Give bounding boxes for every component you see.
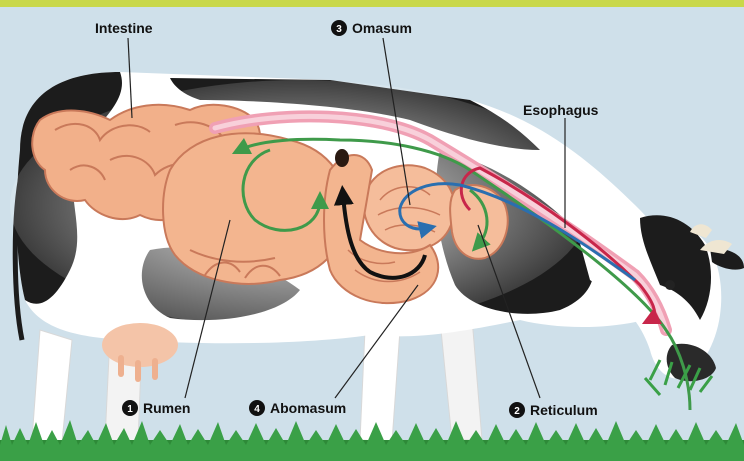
reticulum-step-number: 2 xyxy=(514,406,520,417)
udder xyxy=(102,323,178,367)
reticulum-organ xyxy=(450,185,508,259)
pylorus-opening xyxy=(335,149,349,167)
top-band xyxy=(0,0,744,7)
abomasum-label: Abomasum xyxy=(270,400,346,416)
rumen-label: Rumen xyxy=(143,400,190,416)
rumen-step-number: 1 xyxy=(127,404,133,415)
abomasum-step-number: 4 xyxy=(254,404,260,415)
intestine-label: Intestine xyxy=(95,20,153,36)
reticulum-label: Reticulum xyxy=(530,402,598,418)
omasum-step-number: 3 xyxy=(336,24,342,35)
esophagus-label: Esophagus xyxy=(523,102,599,118)
eye xyxy=(665,280,675,290)
omasum-label: Omasum xyxy=(352,20,412,36)
